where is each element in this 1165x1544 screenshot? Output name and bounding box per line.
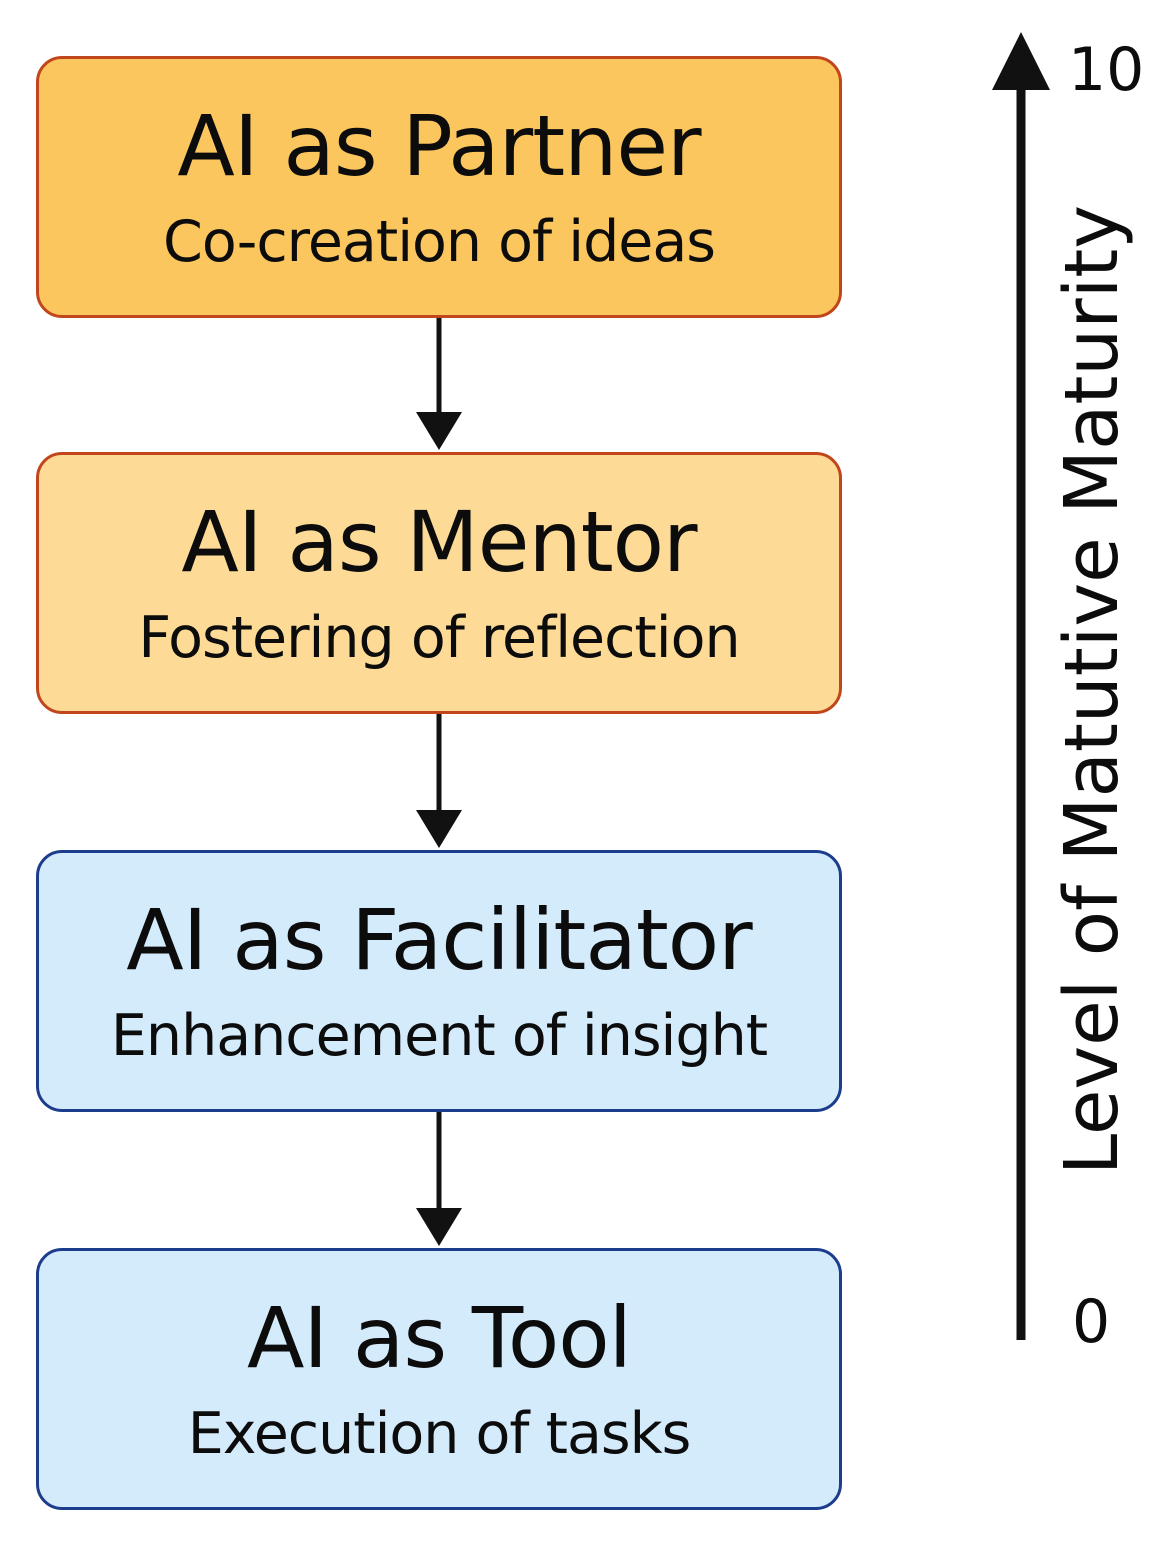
level-title: AI as Facilitator (126, 890, 752, 989)
level-box-mentor: AI as Mentor Fostering of reflection (36, 452, 842, 714)
flow-arrow-head (416, 412, 462, 450)
level-title: AI as Tool (246, 1288, 632, 1387)
level-box-partner: AI as Partner Co-creation of ideas (36, 56, 842, 318)
level-subtitle: Co-creation of ideas (163, 208, 716, 275)
flow-arrows (416, 318, 462, 1246)
level-subtitle: Enhancement of insight (110, 1002, 768, 1069)
maturity-axis-arrowhead (992, 32, 1050, 90)
flow-arrow-head (416, 810, 462, 848)
level-box-tool: AI as Tool Execution of tasks (36, 1248, 842, 1510)
level-title: AI as Mentor (181, 492, 697, 591)
level-subtitle: Fostering of reflection (138, 604, 740, 671)
level-title: AI as Partner (177, 96, 701, 195)
axis-max-label: 10 (1068, 35, 1145, 105)
level-subtitle: Execution of tasks (187, 1400, 692, 1467)
flow-arrow-head (416, 1208, 462, 1246)
axis-min-label: 0 (1072, 1287, 1111, 1357)
level-box-facilitator: AI as Facilitator Enhancement of insight (36, 850, 842, 1112)
maturity-axis-label: Level of Matutive Maturity (1049, 204, 1135, 1176)
